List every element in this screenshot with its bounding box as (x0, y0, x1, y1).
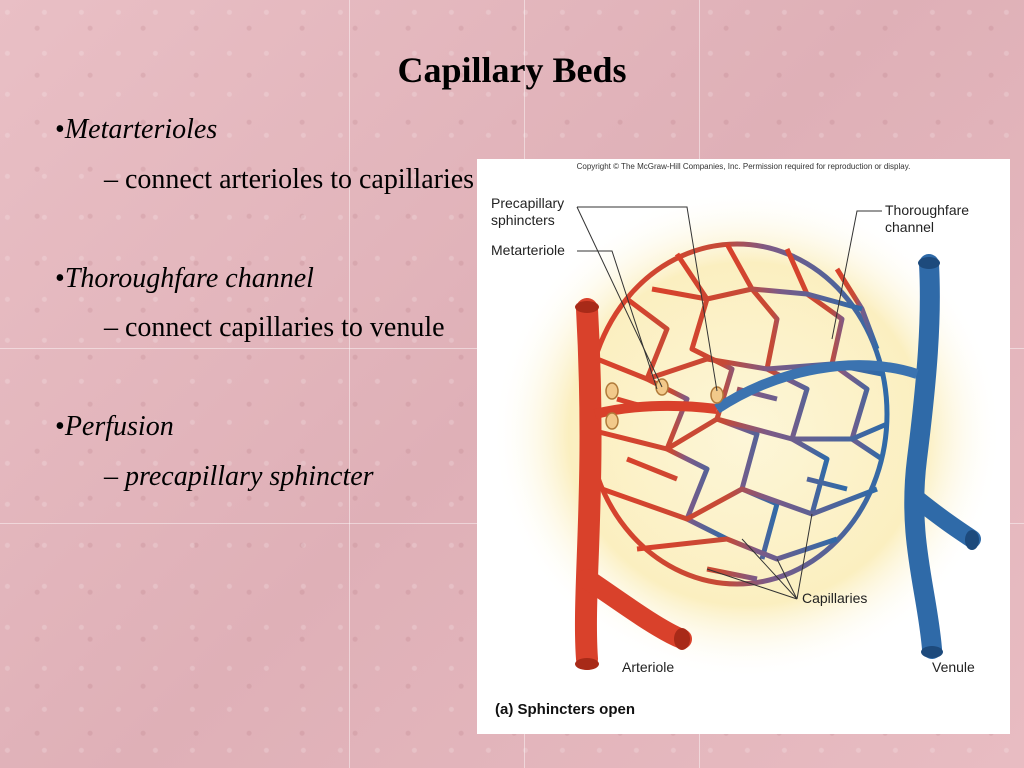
bullet-metarterioles: •Metarterioles (55, 113, 217, 147)
arteriole-vessel (574, 298, 718, 670)
bullet-detail: – precapillary sphincter (104, 461, 374, 492)
label-capillaries: Capillaries (802, 590, 868, 606)
bullet-detail: – connect arterioles to capillaries (104, 164, 475, 195)
bullet-perfusion: •Perfusion (55, 410, 174, 444)
bullet-detail: – connect capillaries to venule (104, 312, 445, 343)
figure-caption: (a) Sphincters open (495, 701, 636, 718)
label-venule: Venule (932, 659, 975, 675)
bullet-thoroughfare: •Thoroughfare channel (55, 262, 314, 296)
bullet-marker: • (55, 114, 65, 145)
bullet-marker: • (55, 263, 65, 294)
label-metarteriole: Metarteriole (491, 242, 565, 258)
slide-title: Capillary Beds (397, 50, 627, 90)
label-arteriole: Arteriole (622, 659, 675, 675)
copyright-notice: Copyright © The McGraw-Hill Companies, I… (576, 162, 911, 171)
capillary-bed-illustration (492, 189, 1002, 679)
bullet-term: Perfusion (64, 411, 174, 442)
leader-lines (576, 206, 882, 600)
tile-seam (349, 0, 350, 768)
venule-vessel (714, 254, 981, 659)
bullet-marker: • (55, 411, 65, 442)
label-thoroughfare-channel: Thoroughfare channel (885, 202, 970, 235)
bullet-term: Thoroughfare channel (64, 263, 314, 294)
capillary-bed-figure: Copyright © The McGraw-Hill Companies, I… (477, 159, 1010, 734)
label-precapillary-sphincters: Precapillary sphincters (491, 195, 565, 228)
precapillary-sphincters (605, 378, 724, 430)
bullet-term: Metarterioles (64, 114, 218, 145)
